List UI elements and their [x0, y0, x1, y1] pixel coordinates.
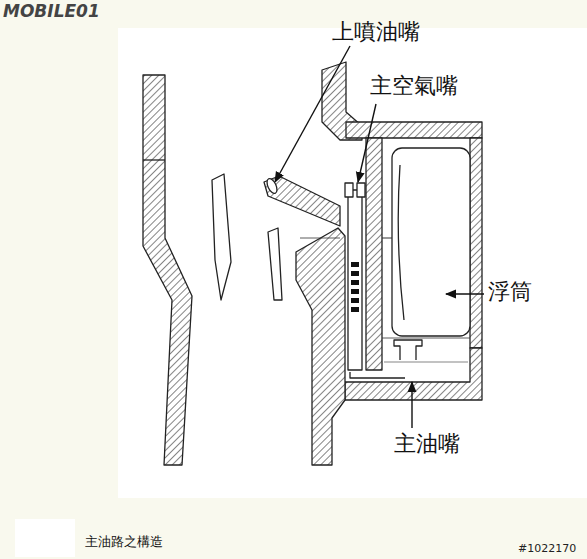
- emulsion-tube: [348, 190, 362, 370]
- hole: [351, 271, 359, 276]
- part-label: 浮筒: [488, 280, 532, 304]
- choke-plate: [212, 174, 231, 300]
- hole: [351, 262, 359, 267]
- tube-wall: [143, 75, 192, 465]
- emulsion-holes: [351, 262, 359, 312]
- main-air-jet: [345, 183, 353, 197]
- hole: [351, 298, 359, 303]
- watermark: MOBILE01: [3, 2, 100, 21]
- watermark: #1022170: [518, 543, 576, 555]
- hole: [351, 307, 359, 312]
- caption-swatch: [15, 519, 75, 557]
- venturi-body: [296, 228, 345, 465]
- hole: [351, 280, 359, 285]
- hole: [351, 289, 359, 294]
- main-jet: [394, 340, 422, 360]
- upper-nozzle: [264, 176, 340, 226]
- part-label: 主油嘴: [394, 432, 460, 456]
- bowl-wall: [470, 138, 482, 348]
- bowl-inner-wall: [366, 138, 382, 370]
- part-label: 主空氣嘴: [370, 74, 458, 98]
- figure-caption: 主油路之構造: [85, 535, 163, 549]
- float: [392, 148, 470, 336]
- leader-lines: [275, 46, 484, 428]
- venturi-plate: [268, 228, 282, 300]
- flange-line: [143, 159, 165, 160]
- part-label: 上噴油嘴: [332, 20, 420, 44]
- float-edge: [398, 165, 404, 320]
- main-air-jet: [357, 183, 365, 197]
- figure-ground: [118, 28, 587, 498]
- fuel-level: [300, 238, 470, 362]
- fuel-passage: [350, 372, 405, 378]
- bowl-cover: [346, 122, 482, 138]
